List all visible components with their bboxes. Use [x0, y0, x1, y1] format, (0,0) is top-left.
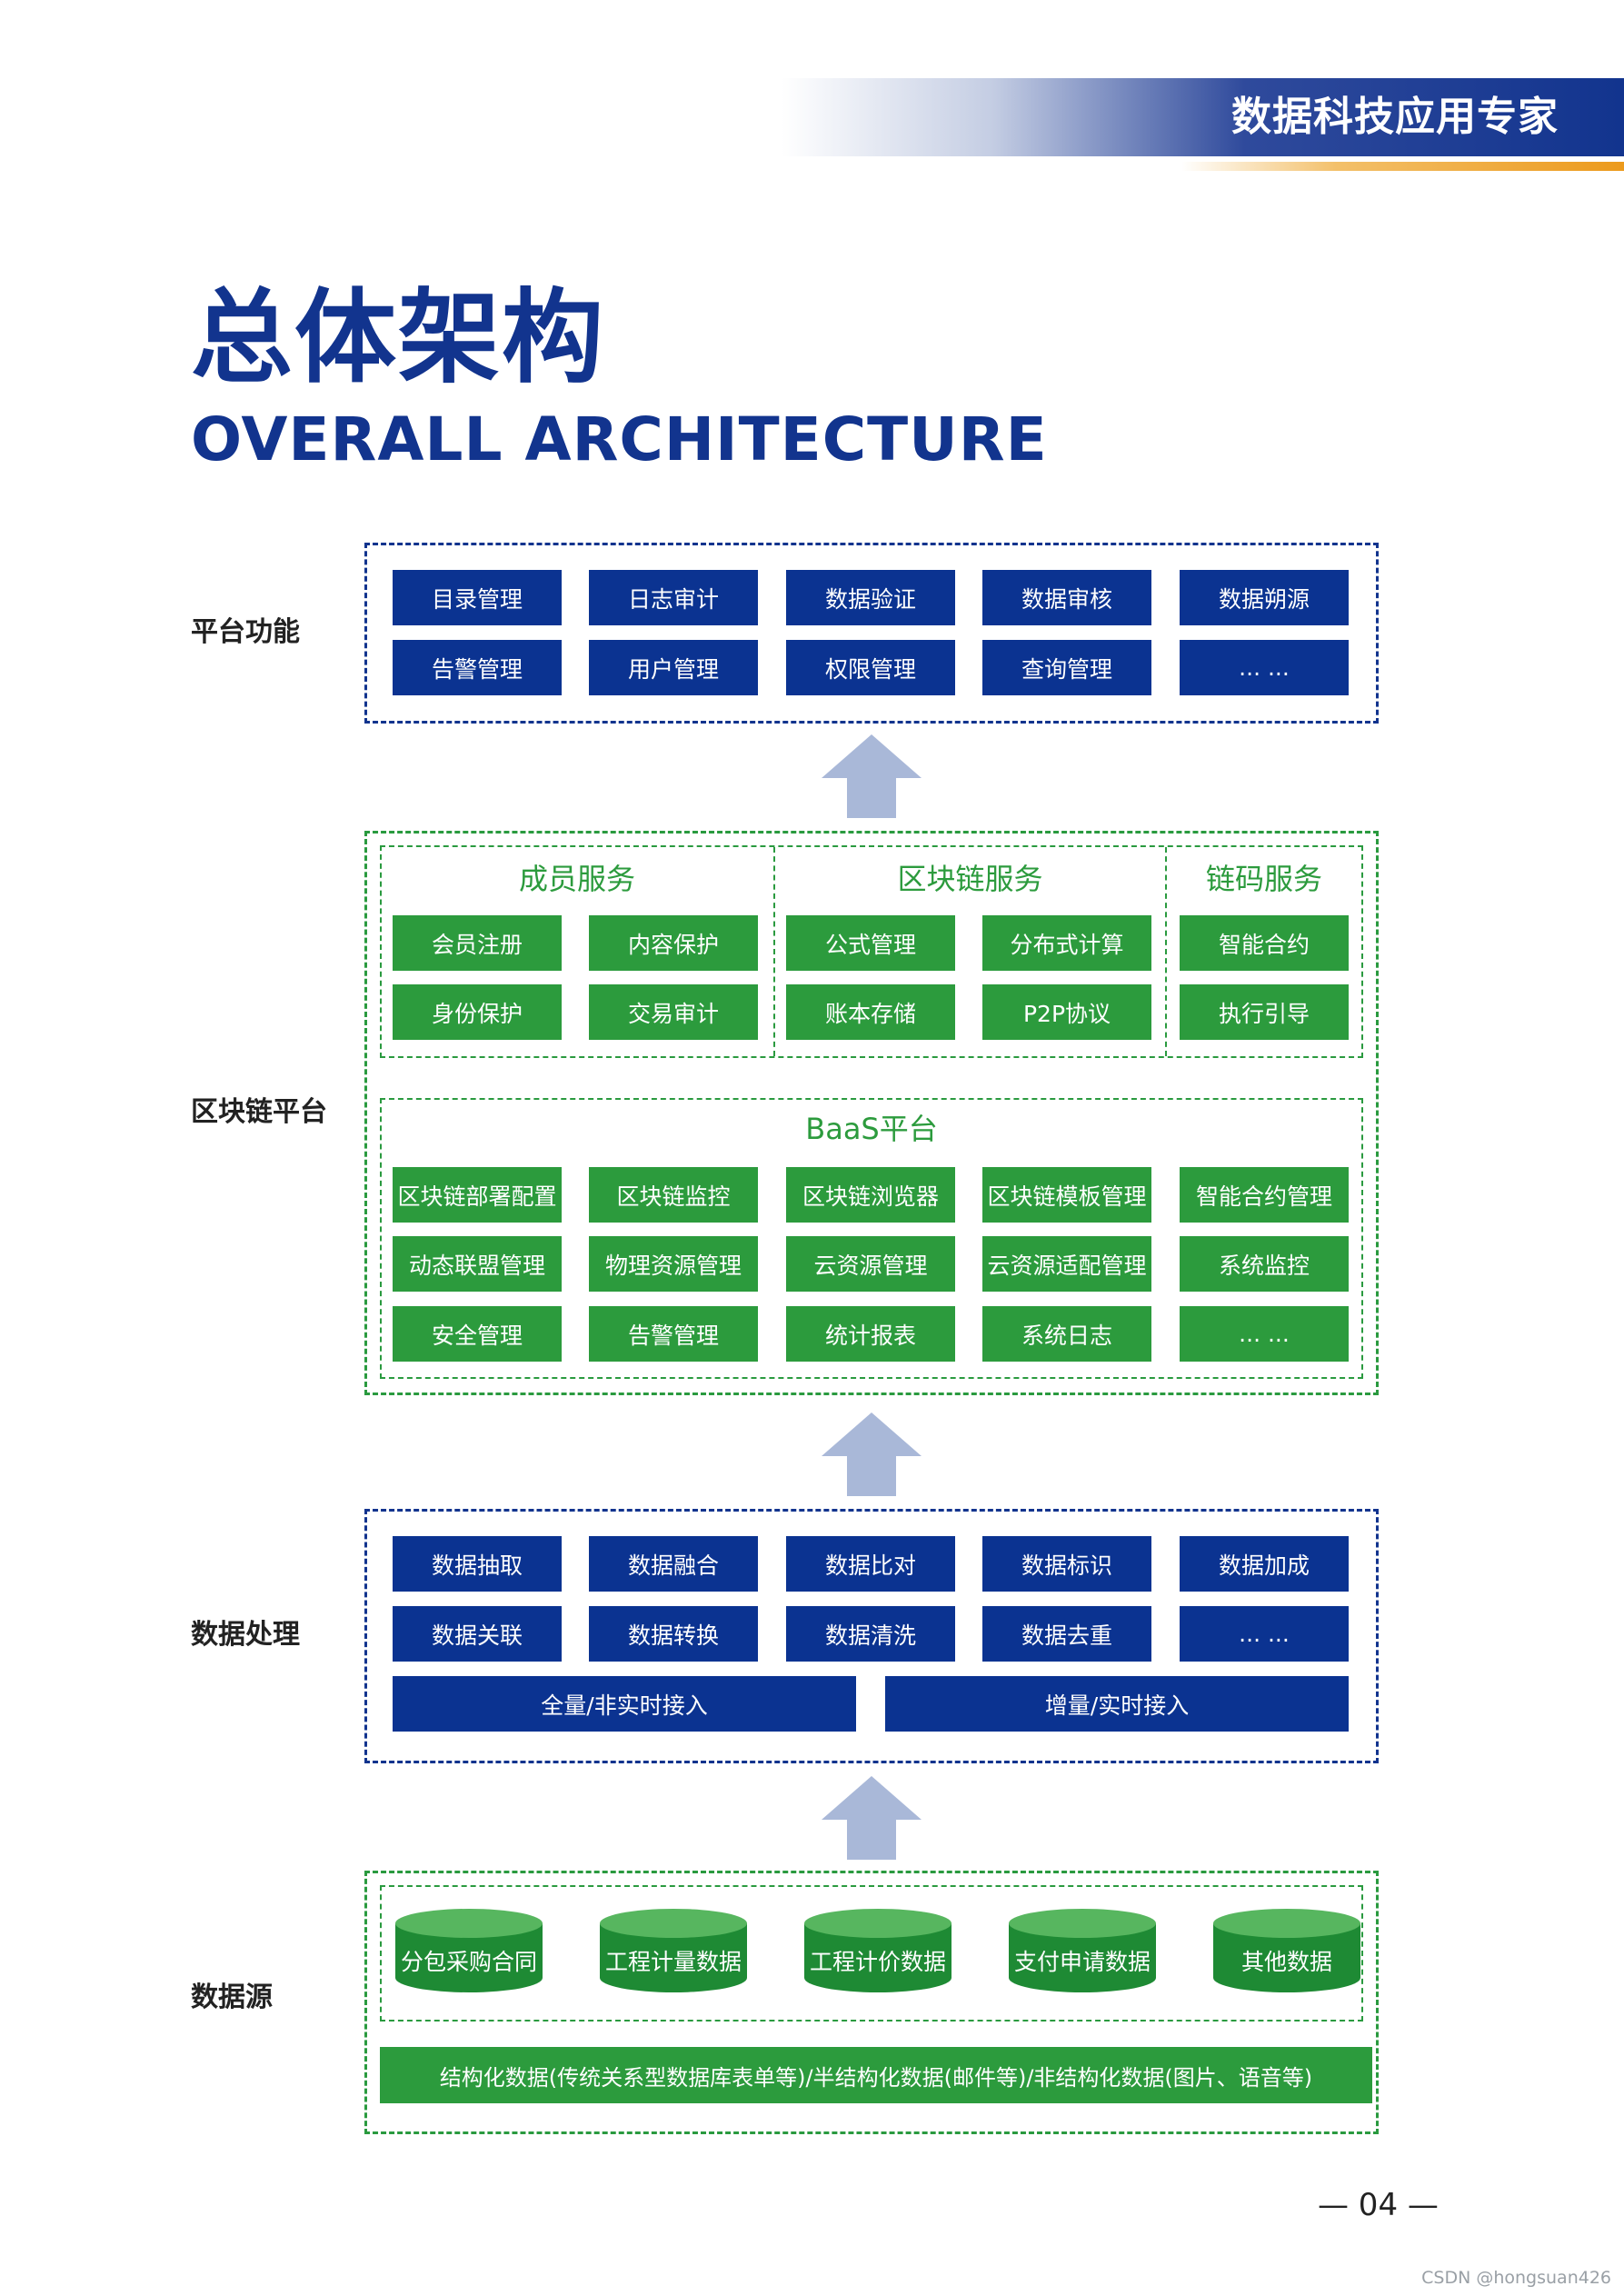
processing-item: 数据加成	[1180, 1536, 1349, 1592]
baas-item: ... ...	[1180, 1306, 1349, 1362]
watermark: CSDN @hongsuan426	[1421, 2268, 1611, 2288]
code-item: 执行引导	[1180, 984, 1349, 1040]
baas-frame	[380, 1098, 1363, 1379]
platform-item: 告警管理	[393, 640, 562, 695]
processing-item: 数据比对	[786, 1536, 955, 1592]
source-db-frame	[380, 1885, 1363, 2021]
processing-item: 数据关联	[393, 1606, 562, 1662]
member-service-title: 成员服务	[518, 862, 635, 896]
services-divider	[773, 847, 775, 1056]
processing-item: 数据去重	[982, 1606, 1151, 1662]
up-arrow-icon	[822, 1776, 922, 1860]
baas-item: 物理资源管理	[589, 1236, 758, 1292]
baas-item: 告警管理	[589, 1306, 758, 1362]
baas-item: 智能合约管理	[1180, 1167, 1349, 1223]
page-title: 总体架构	[191, 279, 605, 397]
header-accent-line	[1181, 162, 1624, 171]
baas-title: BaaS平台	[805, 1112, 938, 1146]
source-types-bar: 结构化数据(传统关系型数据库表单等)/半结构化数据(邮件等)/非结构化数据(图片…	[380, 2047, 1372, 2103]
platform-item: ... ...	[1180, 640, 1349, 695]
baas-item: 云资源适配管理	[982, 1236, 1151, 1292]
platform-item: 目录管理	[393, 570, 562, 625]
processing-item: ... ...	[1180, 1606, 1349, 1662]
layer-label-platform: 平台功能	[191, 616, 300, 648]
code-item: 智能合约	[1180, 915, 1349, 971]
page-number: — 04 —	[1318, 2187, 1439, 2223]
database-icon	[600, 1909, 747, 1992]
baas-item: 系统日志	[982, 1306, 1151, 1362]
layer-label-blockchain: 区块链平台	[191, 1096, 327, 1128]
member-item: 交易审计	[589, 984, 758, 1040]
baas-item: 区块链监控	[589, 1167, 758, 1223]
baas-item: 云资源管理	[786, 1236, 955, 1292]
platform-item: 数据审核	[982, 570, 1151, 625]
ingest-realtime-bar: 增量/实时接入	[885, 1676, 1349, 1732]
platform-frame	[364, 543, 1379, 724]
baas-item: 系统监控	[1180, 1236, 1349, 1292]
platform-item: 数据朔源	[1180, 570, 1349, 625]
chain-item: 公式管理	[786, 915, 955, 971]
baas-item: 动态联盟管理	[393, 1236, 562, 1292]
source-db-label: 分包采购合同	[400, 1949, 537, 1975]
up-arrow-icon	[822, 734, 922, 818]
header-slogan: 数据科技应用专家	[1231, 94, 1559, 140]
source-frame	[364, 1871, 1379, 2134]
source-db-label: 工程计量数据	[604, 1949, 742, 1975]
database-icon	[804, 1909, 951, 1992]
services-divider	[1165, 847, 1167, 1056]
platform-item: 权限管理	[786, 640, 955, 695]
blockchain-frame	[364, 831, 1379, 1395]
chain-item: 账本存储	[786, 984, 955, 1040]
processing-item: 数据转换	[589, 1606, 758, 1662]
chain-item: P2P协议	[982, 984, 1151, 1040]
ingest-full-bar: 全量/非实时接入	[393, 1676, 856, 1732]
page-subtitle: OVERALL ARCHITECTURE	[191, 404, 1048, 474]
baas-item: 区块链模板管理	[982, 1167, 1151, 1223]
platform-item: 数据验证	[786, 570, 955, 625]
baas-item: 区块链浏览器	[786, 1167, 955, 1223]
layer-label-processing: 数据处理	[191, 1619, 300, 1651]
member-item: 内容保护	[589, 915, 758, 971]
member-item: 会员注册	[393, 915, 562, 971]
code-service-title: 链码服务	[1205, 862, 1322, 896]
database-icon	[395, 1909, 543, 1992]
processing-item: 数据清洗	[786, 1606, 955, 1662]
platform-item: 用户管理	[589, 640, 758, 695]
source-db-label: 工程计价数据	[809, 1949, 946, 1975]
processing-item: 数据融合	[589, 1536, 758, 1592]
database-icon	[1009, 1909, 1156, 1992]
platform-item: 查询管理	[982, 640, 1151, 695]
baas-item: 区块链部署配置	[393, 1167, 562, 1223]
layer-label-source: 数据源	[191, 1982, 273, 2013]
source-db-label: 支付申请数据	[1013, 1949, 1151, 1975]
database-icon	[1213, 1909, 1360, 1992]
baas-item: 统计报表	[786, 1306, 955, 1362]
member-item: 身份保护	[393, 984, 562, 1040]
processing-frame	[364, 1509, 1379, 1763]
chain-service-title: 区块链服务	[897, 862, 1043, 896]
header-band	[782, 78, 1624, 156]
source-db-label: 其他数据	[1240, 1949, 1332, 1975]
processing-item: 数据抽取	[393, 1536, 562, 1592]
chain-item: 分布式计算	[982, 915, 1151, 971]
services-frame	[380, 845, 1363, 1058]
platform-item: 日志审计	[589, 570, 758, 625]
baas-item: 安全管理	[393, 1306, 562, 1362]
processing-item: 数据标识	[982, 1536, 1151, 1592]
up-arrow-icon	[822, 1413, 922, 1496]
